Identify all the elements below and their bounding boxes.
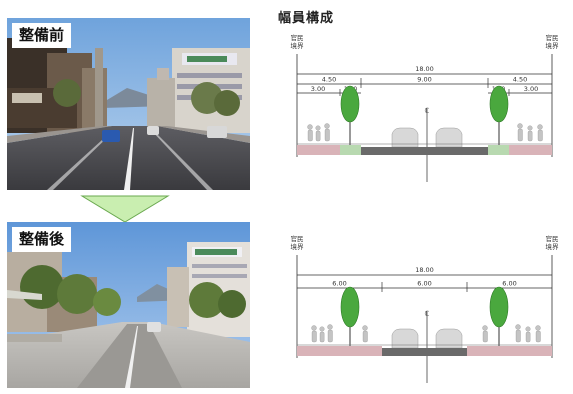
boundary-left-line1: 官民 [291,234,304,243]
segment-right-label: 4.50 [513,76,527,84]
tree-left-icon [340,85,360,147]
boundary-left-line2: 境界 [291,41,305,50]
total-width-label: 18.00 [415,266,434,274]
sidewalk-left-band [297,145,340,155]
sidewalk-left-label: 3.00 [311,85,325,93]
segment-center-label: 9.00 [417,76,431,84]
pedestrians-right-icon [482,324,541,343]
carriageway-band [382,348,467,356]
tree-left-icon [340,286,360,348]
boundary-right-line1: 官民 [546,33,559,42]
after-photo: 整備後 [7,222,250,388]
after-label: 整備後 [12,227,72,252]
pedestrians-left-icon [311,324,368,343]
centerline-mark: ℂ [425,310,430,318]
tree-right-icon [489,286,509,348]
tree-right-icon [489,85,509,147]
before-photo: 整備前 [7,18,250,190]
segment-right-label: 6.00 [502,280,516,288]
streetlight-icon: ℂ [425,107,430,182]
sidewalk-right-band [467,346,552,356]
vehicles-icon [391,127,463,148]
sidewalk-right-band [509,145,552,155]
planting-left-band [340,145,361,155]
boundary-left-line1: 官民 [291,33,304,42]
centerline-mark: ℂ [425,107,430,115]
pedestrians-left-icon [307,123,330,142]
boundary-right-line2: 境界 [546,41,560,50]
after-street-scene [7,222,250,388]
carriageway-band [361,147,488,155]
total-width-label: 18.00 [415,65,434,73]
sidewalk-left-band [297,346,382,356]
section-heading: 幅員構成 [278,11,335,26]
pedestrians-right-icon [517,123,543,142]
boundary-left-line2: 境界 [291,242,305,251]
after-cross-section: 官民 境界 官民 境界 18.00 6.00 6.00 6.00 ℂ [280,233,570,383]
boundary-right-line2: 境界 [546,242,560,251]
sidewalk-right-label: 3.00 [524,85,538,93]
before-cross-section: 官民 境界 官民 境界 18.00 4.50 9.00 4.50 3.00 1.… [280,32,570,182]
segment-center-label: 6.00 [417,280,431,288]
vehicles-icon [391,328,463,349]
segment-left-label: 6.00 [332,280,346,288]
boundary-right-line1: 官民 [546,234,559,243]
streetlight-icon: ℂ [425,310,430,383]
transition-arrow-icon [80,195,170,223]
planting-right-band [488,145,509,155]
before-street-scene [7,18,250,190]
before-label: 整備前 [12,23,72,48]
segment-left-label: 4.50 [322,76,336,84]
